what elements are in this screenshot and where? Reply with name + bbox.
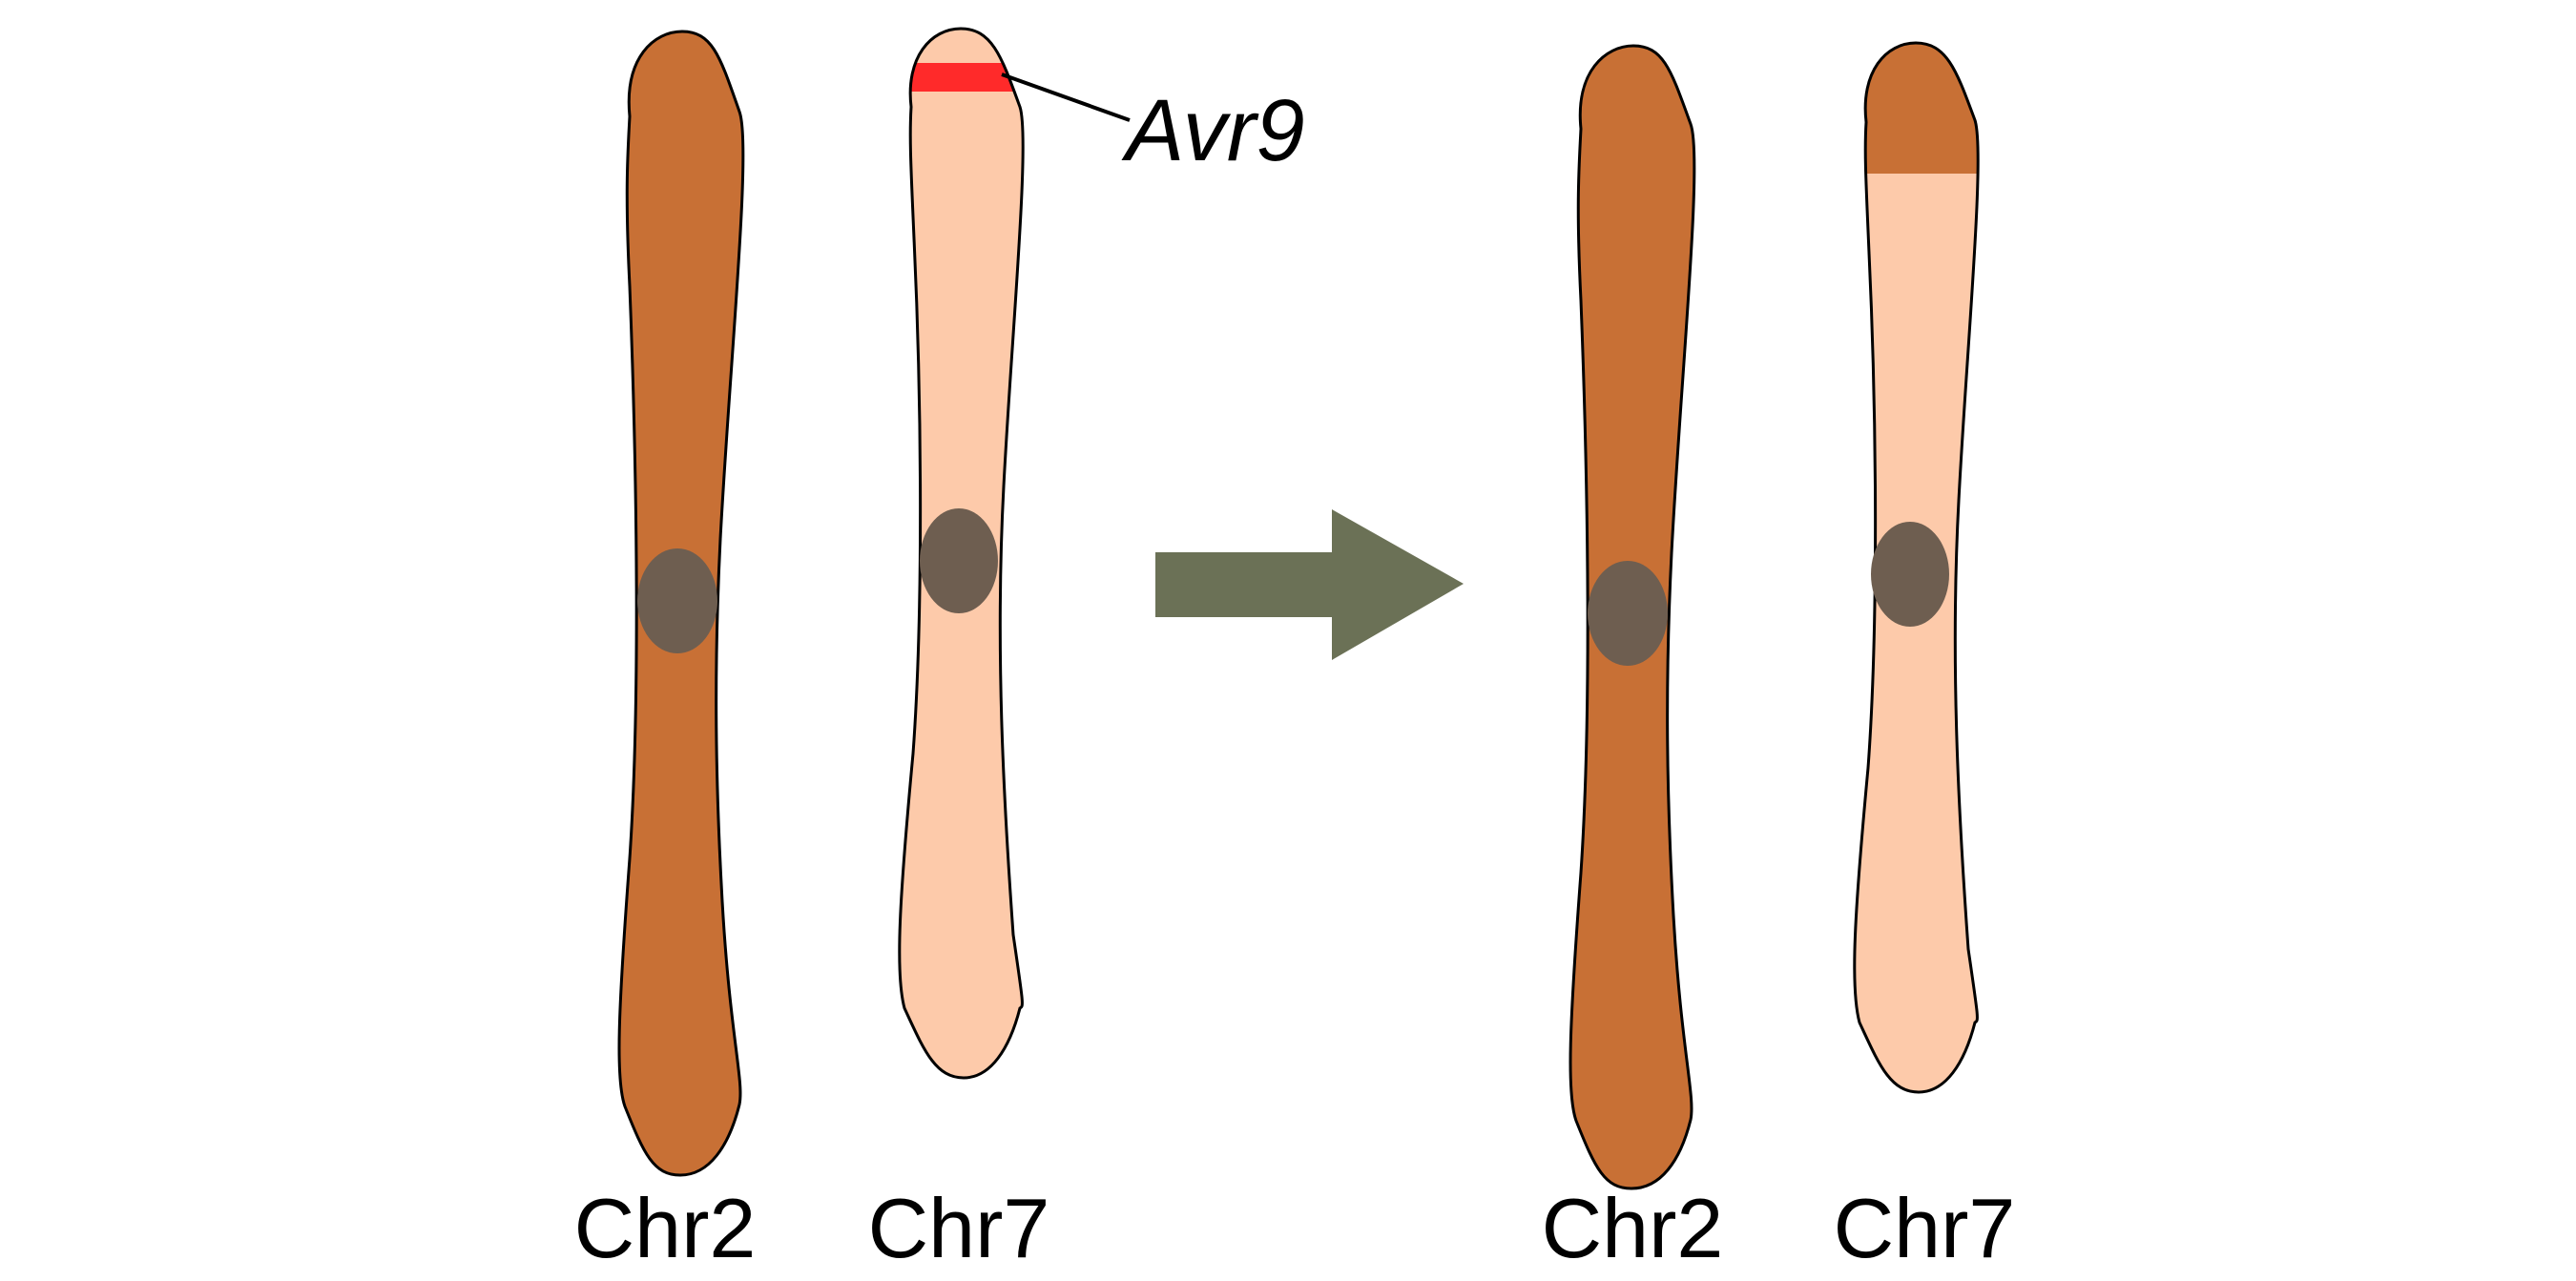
avr9-band [899,63,1024,92]
chr2-before-label: Chr2 [574,1181,757,1275]
chr7-after [1853,41,1980,1094]
chr7-before [898,27,1025,1080]
translocated-chr2-segment [1854,43,1979,174]
arrow-shaft [1155,552,1332,617]
transition-arrow [1155,509,1464,660]
chr7-after-centromere [1871,522,1949,627]
arrow-head [1332,509,1464,660]
chr7-after-label: Chr7 [1834,1181,2016,1275]
chr2-before [617,30,745,1177]
avr9-pointer-line [1001,72,1131,122]
avr9-label: Avr9 [1121,82,1305,179]
chr7-before-label: Chr7 [868,1181,1050,1275]
chr2-after-label: Chr2 [1542,1181,1724,1275]
chr2-after-centromere [1588,561,1668,666]
chr2-before-centromere [637,548,717,653]
chr7-before-centromere [920,508,998,613]
chr2-after [1568,44,1696,1190]
